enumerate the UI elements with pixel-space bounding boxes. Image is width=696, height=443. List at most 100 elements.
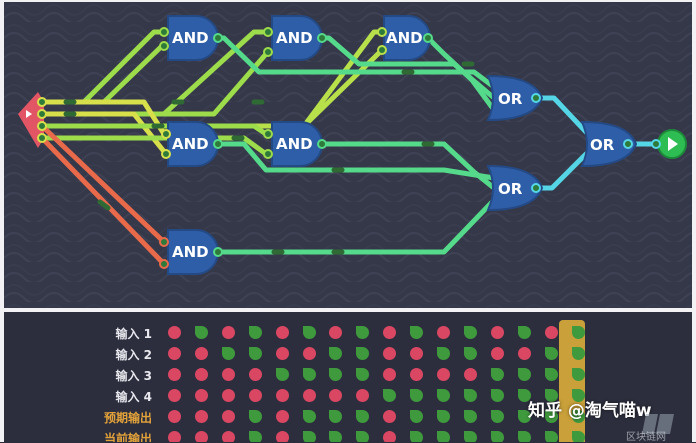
gate-label: AND <box>172 29 209 47</box>
signal-on-dot <box>168 326 181 339</box>
wire <box>39 123 269 137</box>
signal-on-dot <box>437 368 450 381</box>
or-gate-2[interactable]: OR <box>486 164 544 212</box>
signal-off-dot <box>194 326 208 339</box>
signal-off-dot <box>356 347 370 360</box>
signal-off-dot <box>356 368 370 381</box>
signal-off-dot <box>329 431 343 442</box>
signal-off-dot <box>463 326 477 339</box>
and-gate-4[interactable]: AND <box>161 121 223 167</box>
signal-off-dot <box>248 326 262 339</box>
signal-off-dot <box>544 347 558 360</box>
row-label: 当前输出 <box>103 432 152 442</box>
signal-off-dot <box>490 410 504 423</box>
signal-off-dot <box>356 326 370 339</box>
signal-on-dot <box>194 347 208 360</box>
signal-off-dot <box>490 431 504 442</box>
signal-off-dot <box>302 410 316 423</box>
signal-off-dot <box>356 410 370 423</box>
or-gate-3[interactable]: OR <box>580 120 638 168</box>
signal-off-dot <box>463 410 477 423</box>
and-gate-6[interactable]: AND <box>159 229 223 275</box>
gate-label: OR <box>498 90 523 108</box>
wire <box>317 141 497 191</box>
signal-on-dot <box>490 347 504 360</box>
signal-on-dot <box>194 389 208 402</box>
signal-off-dot <box>463 389 477 402</box>
or-gate-1[interactable]: OR <box>486 74 544 122</box>
signal-on-dot <box>383 431 397 442</box>
signal-on-dot <box>517 347 531 360</box>
gate-label: OR <box>590 136 615 154</box>
and-gate-2[interactable]: AND <box>263 15 327 61</box>
signal-off-dot <box>571 389 585 402</box>
signal-off-dot <box>410 326 424 339</box>
signal-on-dot <box>194 368 208 381</box>
signal-off-dot <box>571 347 585 360</box>
signal-off-dot <box>437 410 450 423</box>
signal-on-dot <box>168 410 181 423</box>
output-connector[interactable] <box>651 129 687 159</box>
signal-on-dot <box>302 389 316 402</box>
wire <box>425 35 497 113</box>
signal-on-dot <box>463 368 477 381</box>
signal-on-dot <box>544 326 558 339</box>
and-gate-1[interactable]: AND <box>159 15 223 61</box>
and-gate-3[interactable]: AND <box>377 15 433 61</box>
row-label: 输入 3 <box>115 369 152 383</box>
signal-off-dot <box>329 347 343 360</box>
gate-label: AND <box>386 29 423 47</box>
signal-on-dot <box>221 431 235 442</box>
signal-off-dot <box>437 389 450 402</box>
signal-on-dot <box>275 389 289 402</box>
signal-off-dot <box>437 347 450 360</box>
circuit-svg[interactable]: AND AND AND AND <box>4 2 692 308</box>
signal-off-dot <box>329 368 343 381</box>
signal-off-dot <box>248 410 262 423</box>
input-connector[interactable] <box>18 92 47 148</box>
signal-on-dot <box>221 410 235 423</box>
signal-off-dot <box>517 326 531 339</box>
signal-on-dot <box>275 410 289 423</box>
and-gate-5[interactable]: AND <box>263 121 327 167</box>
signal-on-dot <box>168 431 181 442</box>
row-label: 输入 4 <box>115 390 152 404</box>
gate-label: AND <box>276 135 313 153</box>
signal-off-dot <box>490 368 504 381</box>
signal-off-dot <box>544 431 558 442</box>
gate-label: AND <box>172 243 209 261</box>
signal-on-dot <box>168 389 181 402</box>
watermark-small-text: 区块链网 <box>626 432 666 443</box>
gate-label: OR <box>498 180 523 198</box>
circuit-board[interactable]: AND AND AND AND <box>4 2 692 308</box>
signal-off-dot <box>410 389 424 402</box>
gate-label: AND <box>276 29 313 47</box>
wire-markers <box>63 61 475 255</box>
signal-off-dot <box>490 389 504 402</box>
signal-on-dot <box>168 347 181 360</box>
signal-off-dot <box>383 389 397 402</box>
signal-on-dot <box>437 326 450 339</box>
signal-on-dot <box>410 368 424 381</box>
signal-off-dot <box>356 431 370 442</box>
row-label: 输入 2 <box>115 348 152 362</box>
row-label: 输入 1 <box>115 327 152 341</box>
signal-on-dot <box>329 389 343 402</box>
signal-off-dot <box>544 389 558 402</box>
signal-off-dot <box>517 410 531 423</box>
signal-off-dot <box>248 431 262 442</box>
signal-off-dot <box>329 410 343 423</box>
signal-on-dot <box>275 326 289 339</box>
signal-on-dot <box>168 368 181 381</box>
signal-on-dot <box>248 389 262 402</box>
signal-on-dot <box>194 410 208 423</box>
signal-off-dot <box>571 431 585 442</box>
signal-off-dot <box>517 389 531 402</box>
signal-on-dot <box>490 326 504 339</box>
signal-on-dot <box>275 347 289 360</box>
signal-on-dot <box>383 410 397 423</box>
signal-off-dot <box>302 368 316 381</box>
signal-off-dot <box>571 326 585 339</box>
